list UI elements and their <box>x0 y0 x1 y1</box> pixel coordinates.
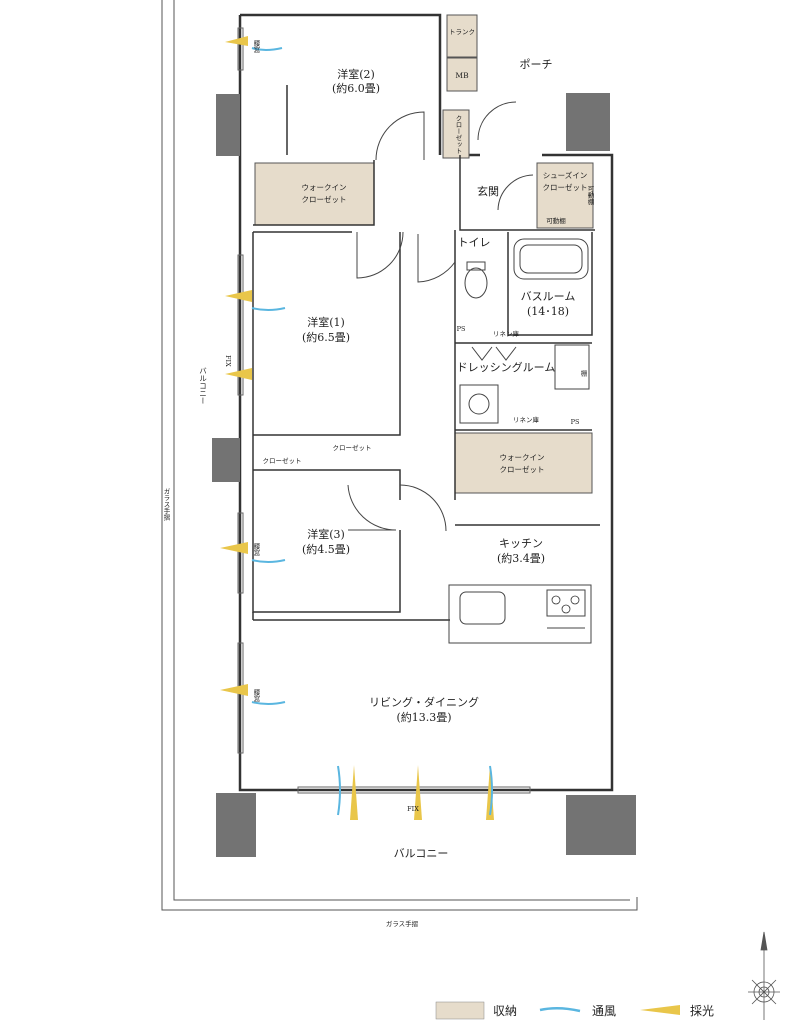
ldk-size: (約13.3畳) <box>396 710 451 724</box>
ps-label-1: PS <box>457 325 466 333</box>
washing-machine <box>554 344 590 390</box>
bath-name: バスルーム <box>521 290 576 303</box>
shelf-label: 棚 <box>579 369 587 378</box>
bedroom1-name: 洋室(1) <box>307 315 345 329</box>
dressing-room-label: ドレッシングルーム <box>457 360 556 374</box>
entrance-label: 玄関 <box>477 184 499 198</box>
toilet-bowl <box>464 267 488 299</box>
wic-top-area <box>254 162 375 226</box>
window-label-3: 腰窓 <box>252 689 260 703</box>
glass-rail-left-label: ガラス手摺 <box>162 488 170 522</box>
shoes-closet-label-1: シューズイン <box>543 170 588 180</box>
trunk-area <box>446 14 478 58</box>
legend-storage-label: 収納 <box>493 1004 517 1018</box>
wic-top-label-1: ウォークイン <box>302 183 347 192</box>
closet-top-area <box>442 109 470 159</box>
stove-burner-icons <box>551 595 580 614</box>
glass-rail-bottom-label: ガラス手摺 <box>386 919 419 928</box>
closet-b-label: クローゼット <box>333 443 372 452</box>
legend-storage-swatch <box>435 1001 485 1020</box>
wic-top-label-2: クローゼット <box>302 194 347 204</box>
compass-icon <box>748 931 780 1020</box>
bedroom2-name: 洋室(2) <box>337 67 375 81</box>
bedroom3-size: (約4.5畳) <box>302 542 350 556</box>
shoes-closet-area <box>536 162 594 229</box>
fix-bottom-label: FIX <box>407 805 419 813</box>
legend-ventilation-label: 通風 <box>592 1004 616 1018</box>
ldk-name: リビング・ダイニング <box>369 695 479 709</box>
stove <box>546 589 586 617</box>
columns <box>212 93 636 857</box>
storage-areas <box>254 14 594 494</box>
legend-ventilation-swatch <box>539 1007 581 1013</box>
mb-area <box>446 57 478 92</box>
linen-closet-1-label: リネン庫 <box>493 329 520 338</box>
fix-left-label: FIX <box>224 355 232 367</box>
ventilation-markers <box>251 47 493 816</box>
doors <box>347 101 534 532</box>
wic-mid-label-2: クローゼット <box>500 464 545 474</box>
closet-top-label: クローゼット <box>454 115 462 155</box>
legend-daylight-label: 採光 <box>690 1004 714 1018</box>
fixtures <box>448 238 592 644</box>
exterior-walls <box>238 13 614 792</box>
windows <box>237 27 531 794</box>
window-label-1: 腰窓 <box>252 40 260 54</box>
trunk-label: トランク <box>449 28 475 36</box>
movable-shelf-vertical-label: 可動棚 <box>586 185 594 206</box>
legend: 収納 通風 採光 <box>435 1001 714 1020</box>
bedroom1-size: (約6.5畳) <box>302 330 350 344</box>
bedroom2-size: (約6.0畳) <box>332 81 380 95</box>
interior-walls <box>252 85 600 621</box>
kitchen-size: (約3.4畳) <box>497 551 545 565</box>
balcony-railing <box>161 0 638 911</box>
bath-size: (14･18) <box>527 305 569 318</box>
kitchen-sink <box>459 591 506 625</box>
kitchen-name: キッチン <box>499 537 543 550</box>
wic-mid-label-1: ウォークイン <box>500 453 545 462</box>
bedroom3-name: 洋室(3) <box>307 527 345 541</box>
closet-a-label: クローゼット <box>263 456 302 465</box>
shoes-closet-label-2: クローゼット <box>543 182 588 192</box>
mb-label: MB <box>455 71 469 80</box>
legend-daylight-swatch <box>640 1005 680 1015</box>
balcony-left-label: バルコニー <box>198 367 207 405</box>
window-label-2: 腰窓 <box>252 543 260 557</box>
linen-closet-2-label: リネン庫 <box>513 415 540 424</box>
movable-shelf-label: 可動棚 <box>546 216 566 225</box>
toilet-label: トイレ <box>458 236 491 249</box>
washbasin <box>459 384 499 424</box>
ps-label-2: PS <box>571 418 580 426</box>
porch-label: ポーチ <box>520 58 553 71</box>
balcony-bottom-label: バルコニー <box>394 847 449 860</box>
kitchen-counter <box>448 584 592 644</box>
bathtub <box>513 238 589 280</box>
wic-mid-area <box>454 432 593 494</box>
